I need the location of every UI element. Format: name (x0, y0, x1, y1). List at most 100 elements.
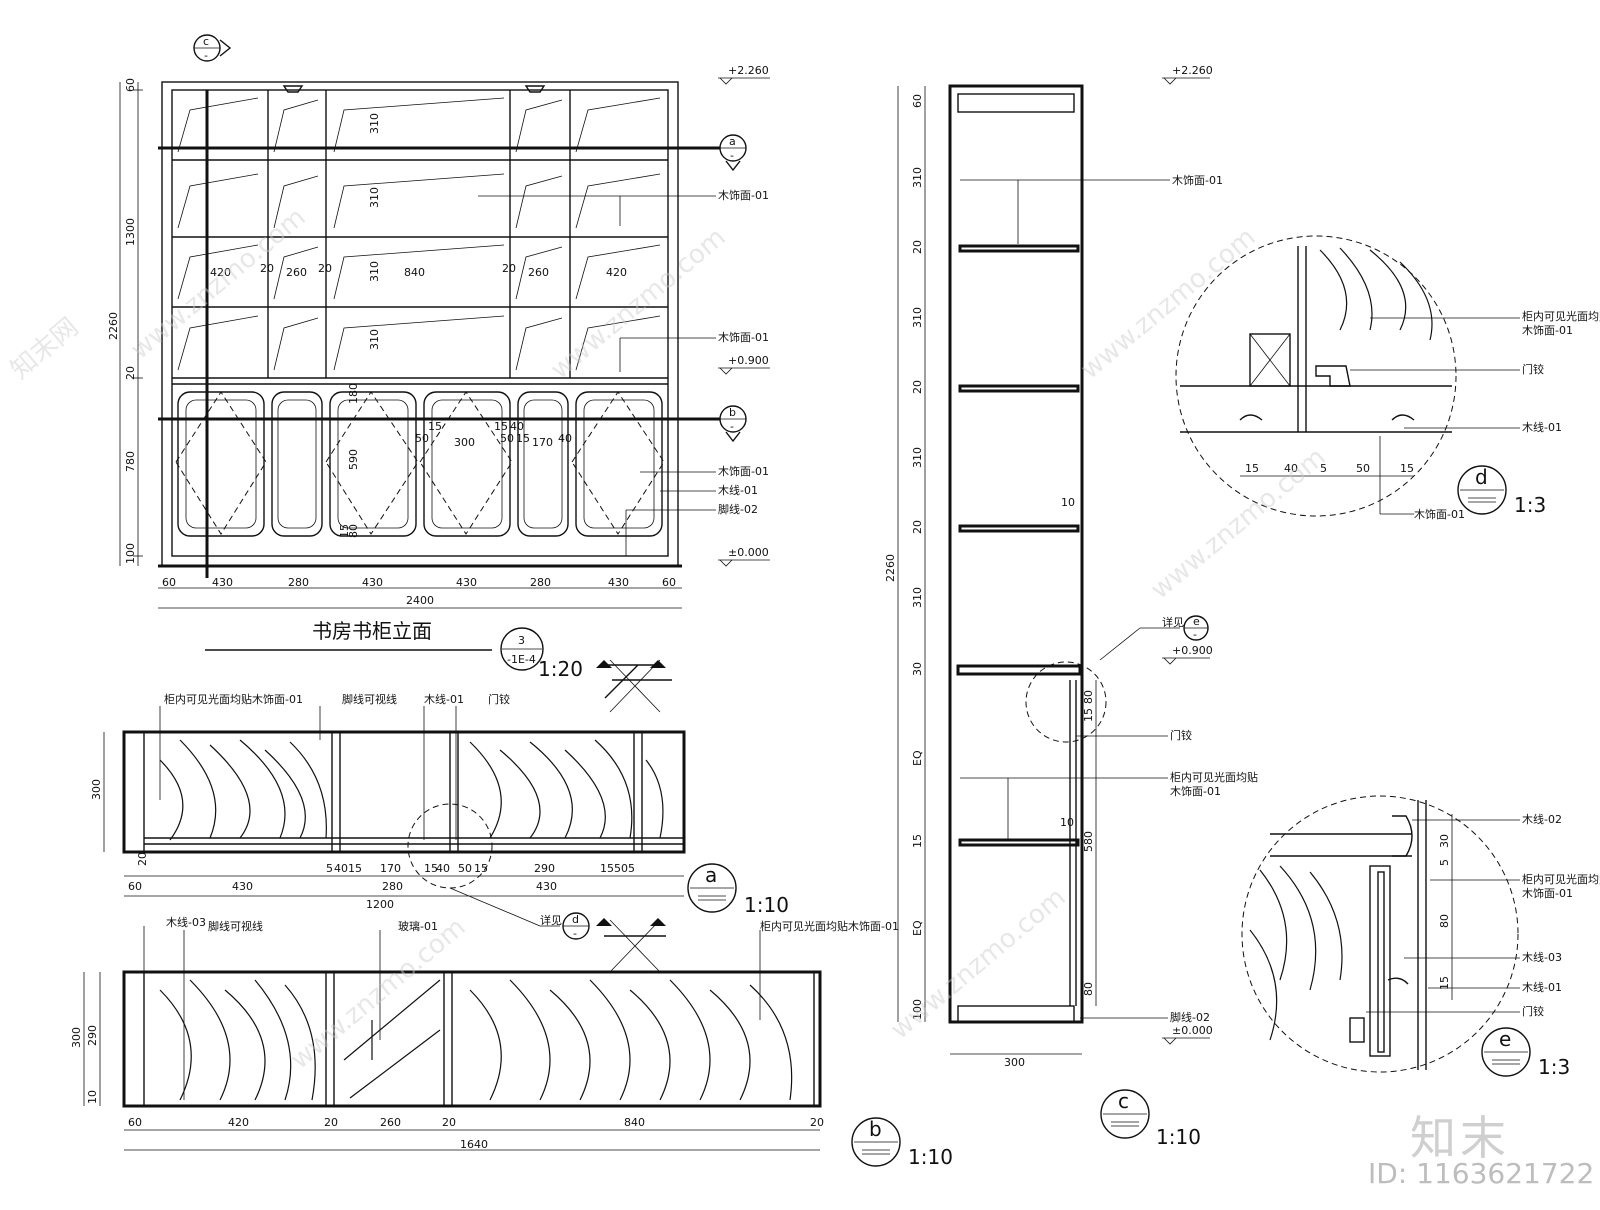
section-scale: 1:10 (908, 1145, 953, 1169)
drawing-title: 书房书柜立面 (312, 619, 432, 643)
watermark-text: www.znzmo.com (1145, 442, 1331, 605)
watermark-text: 知末网 (5, 312, 84, 385)
wood-grain (1249, 865, 1343, 1041)
callout-dash: - (573, 927, 577, 940)
dim-text: 50 (1356, 462, 1370, 475)
partition (331, 731, 341, 853)
door-edge (1369, 865, 1391, 1057)
dim-text: 60 (662, 576, 676, 589)
section-a-dims: 300 20 5 40 15 170 15 40 50 15 290 15 50… (90, 732, 684, 911)
base-rail (957, 1005, 1075, 1023)
dim-text: 100 (911, 999, 924, 1020)
dim-text: 50 (614, 862, 628, 875)
dim-text: 590 (347, 449, 360, 470)
section-a-title: a 1:10 (687, 863, 789, 917)
dim-text: 310 (911, 307, 924, 328)
side-panel (123, 971, 145, 1107)
trim-02-profile (1392, 815, 1413, 857)
dim-text: 290 (534, 862, 555, 875)
label-inner-veneer: 柜内可见光面均贴木饰面-01 (760, 919, 899, 933)
label-trim-02: 木线-02 (1522, 812, 1562, 826)
detail-d-dims: 15 40 5 50 15 (1240, 462, 1414, 477)
dim-text: 15 (911, 834, 924, 848)
dim-text: 20 (124, 366, 137, 380)
hinge-block (1349, 1017, 1365, 1043)
dim-text: 300 (70, 1027, 83, 1048)
dim-text: 15 (338, 524, 351, 538)
dim-text: 5 (628, 862, 635, 875)
dim-text: 300 (1004, 1056, 1025, 1069)
dim-text: 5 (326, 862, 333, 875)
dim-text: 15 (428, 420, 442, 433)
dim-text: 430 (362, 576, 383, 589)
detail-e-dims: 30 5 80 15 (1438, 814, 1453, 1000)
ref-number: 3 (518, 634, 525, 647)
elevation-bottom-dims: 60 430 280 430 430 280 430 60 2400 (158, 576, 682, 609)
dim-text: 15 (424, 862, 438, 875)
dim-text: 300 (454, 436, 475, 449)
label-trim-03: 木线-03 (1522, 950, 1562, 964)
section-c-outline (948, 84, 1084, 1024)
label-plinth-line: 脚线可视线 (208, 919, 263, 933)
door-panels (175, 391, 665, 537)
dim-text: 60 (162, 576, 176, 589)
dim-text: 10 (1060, 816, 1074, 829)
partition (449, 731, 459, 853)
wood-grain (469, 739, 633, 839)
section-b-view: 木线-03 脚线可视线 玻璃-01 柜内可见光面均贴木饰面-01 300 290… (70, 915, 953, 1169)
dim-text: 300 (90, 779, 103, 800)
label-plinth-line: 脚线可视线 (342, 692, 397, 706)
detail-e-leaders: 木线-02 柜内可见光面均贴 木饰面-01 木线-03 木线-01 门铰 (1366, 812, 1600, 1018)
dim-text: 20 (442, 1116, 456, 1129)
see-detail-label: 详见 (540, 913, 562, 927)
dim-text: 420 (606, 266, 627, 279)
callout-letter: b (729, 406, 736, 419)
dim-text: 30 (911, 662, 924, 676)
dim-text: 80 (1082, 982, 1095, 996)
level-base: ±0.000 (728, 546, 769, 559)
callout-dash: - (1193, 628, 1197, 641)
dim-text: 170 (380, 862, 401, 875)
dim-text: 60 (124, 78, 137, 92)
mid-shelf (956, 664, 1082, 676)
label-hinge: 门铰 (488, 692, 510, 706)
ref-sheet: -1E-4 (507, 653, 536, 666)
label-trim-01: 木线-01 (424, 692, 464, 706)
dim-text: 290 (86, 1025, 99, 1046)
dim-text: 15 (348, 862, 362, 875)
elevation-title-block: 书房书柜立面 3 -1E-4 1:20 (205, 619, 583, 681)
dim-total: 2260 (884, 554, 897, 582)
level-top: +2.260 (1172, 64, 1213, 77)
callout-a: a - (719, 134, 747, 172)
dim-total: 2400 (406, 594, 434, 607)
callout-b: b - (719, 405, 747, 443)
callout-letter: c (203, 35, 209, 48)
dim-text: 20 (810, 1116, 824, 1129)
label-inner-veneer-2: 木饰面-01 (1522, 886, 1573, 900)
dim-text: 20 (911, 240, 924, 254)
see-detail-ref: d (572, 913, 579, 926)
level-markers: +2.260 +0.900 ±0.000 (718, 64, 770, 567)
brand-logo-text: 知末 (1410, 1111, 1510, 1165)
label-inner-veneer: 柜内可见光面均贴 (1522, 872, 1600, 886)
trim-03-profile (1387, 977, 1409, 985)
dim-text: 10 (1061, 496, 1075, 509)
dim-text: 310 (368, 187, 381, 208)
dim-text: 20 (502, 262, 516, 275)
wood-grain (645, 759, 664, 839)
see-detail-label: 详见 (1162, 615, 1184, 629)
dim-text: 170 (532, 436, 553, 449)
dim-text: 420 (210, 266, 231, 279)
level-mid: +0.900 (728, 354, 769, 367)
detail-e-title: e 1:3 (1481, 1027, 1570, 1079)
dim-text: 50 (500, 432, 514, 445)
label-glass: 玻璃-01 (398, 919, 438, 933)
dim-text: 50 (458, 862, 472, 875)
label-wood-01: 木饰面-01 (1414, 507, 1465, 521)
shelf (958, 524, 1080, 533)
dim-text: 20 (318, 262, 332, 275)
dim-text: 280 (288, 576, 309, 589)
watermark-text: www.znzmo.com (545, 222, 731, 385)
dim-text: 80 (1438, 914, 1451, 928)
